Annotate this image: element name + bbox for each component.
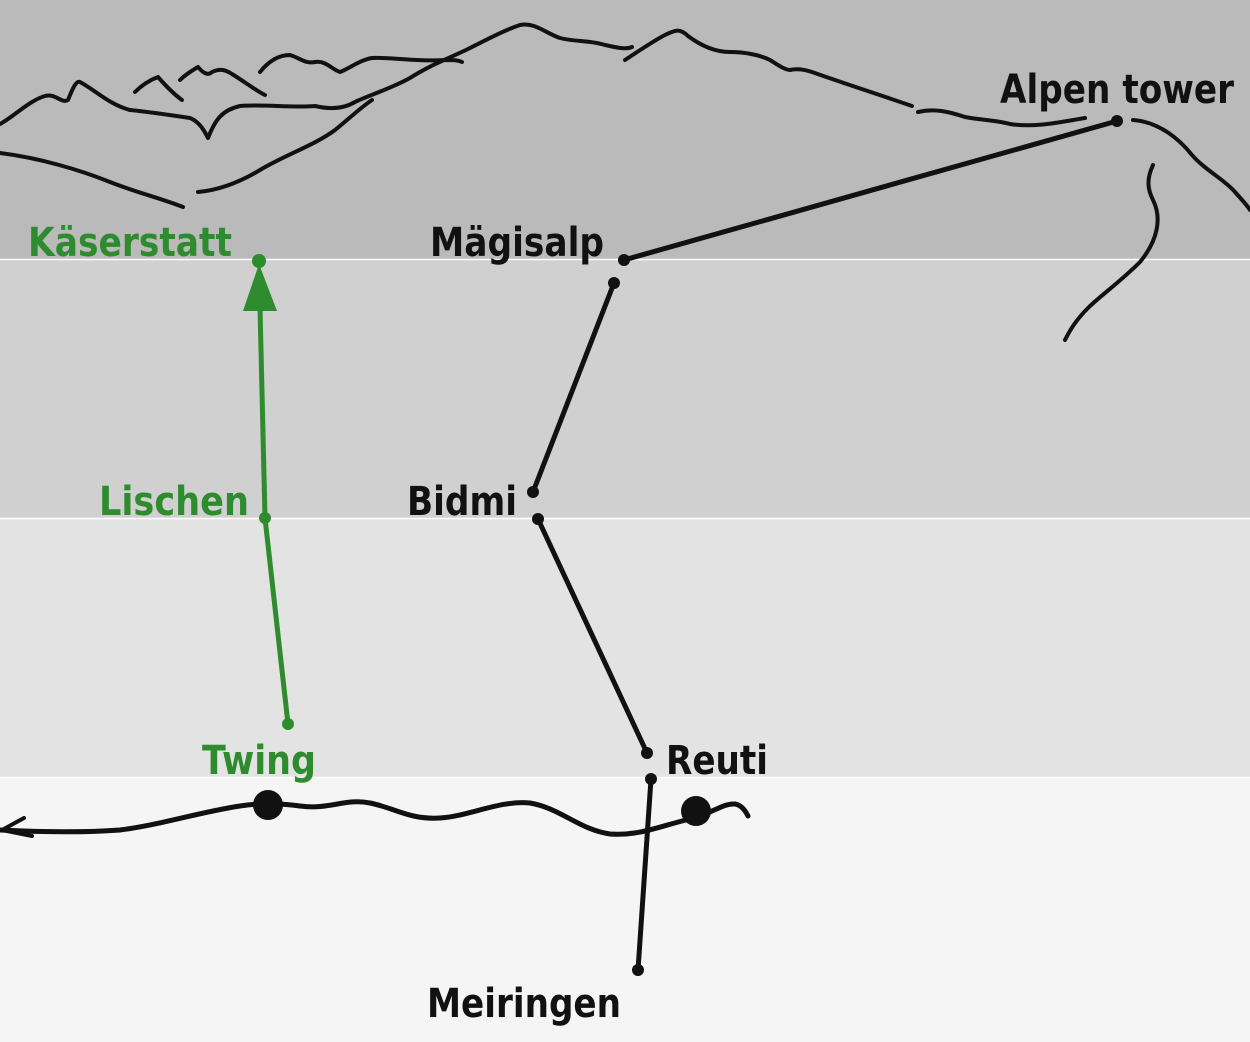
mountain-ridge xyxy=(196,98,374,194)
label-alpen-tower: Alpen tower xyxy=(1000,67,1234,113)
band-summit xyxy=(0,0,1250,259)
mountain-ridge xyxy=(258,53,464,74)
label-magisalp: Mägisalp xyxy=(430,220,604,266)
segment-reuti-bidmi xyxy=(535,516,650,756)
mountain-sketch xyxy=(0,22,1250,342)
station-point-kaserstatt xyxy=(252,254,266,268)
label-bidmi: Bidmi xyxy=(407,479,517,525)
label-reuti: Reuti xyxy=(666,738,768,784)
river-crossing-point xyxy=(253,790,283,820)
river-arrow-head xyxy=(0,816,34,838)
river-crossing-point xyxy=(681,796,711,826)
mountain-ridge xyxy=(916,108,1087,128)
segment-lischen-kaserstatt xyxy=(257,305,268,521)
arrow-up-icon xyxy=(243,264,277,311)
band-valley xyxy=(0,778,1250,1042)
mountain-ridge xyxy=(1131,118,1250,212)
station-point-lischen xyxy=(259,512,271,524)
label-meiringen: Meiringen xyxy=(427,981,621,1027)
mountain-ridge xyxy=(623,28,914,108)
mountain-ridge xyxy=(0,151,185,209)
station-point-magisalp-lower xyxy=(608,277,620,289)
station-point-magisalp-upper xyxy=(618,254,630,266)
label-twing: Twing xyxy=(202,738,316,784)
band-upper xyxy=(0,260,1250,518)
segment-bidmi-magisalp xyxy=(530,280,617,495)
segment-twing-lischen xyxy=(262,515,291,727)
label-kaserstatt: Käserstatt xyxy=(28,220,232,266)
green-cable-car-route xyxy=(243,254,294,730)
segment-meiringen-reuti xyxy=(635,776,654,973)
station-point-bidmi-lower xyxy=(532,513,544,525)
station-point-bidmi-upper xyxy=(527,486,539,498)
segment-magisalp-alpen-tower xyxy=(621,118,1120,263)
station-point-alpen-tower xyxy=(1111,115,1123,127)
band-middle xyxy=(0,519,1250,778)
mountain-ridge xyxy=(1063,163,1160,342)
mountain-ridge xyxy=(133,75,184,102)
station-point-reuti-lower xyxy=(645,773,657,785)
station-point-meiringen xyxy=(632,964,644,976)
mountain-ridge xyxy=(178,65,267,97)
station-point-twing xyxy=(282,718,294,730)
label-lischen: Lischen xyxy=(99,479,249,525)
station-point-reuti-upper xyxy=(641,747,653,759)
black-cable-car-route xyxy=(527,115,1123,976)
mountain-ridge xyxy=(0,22,634,140)
